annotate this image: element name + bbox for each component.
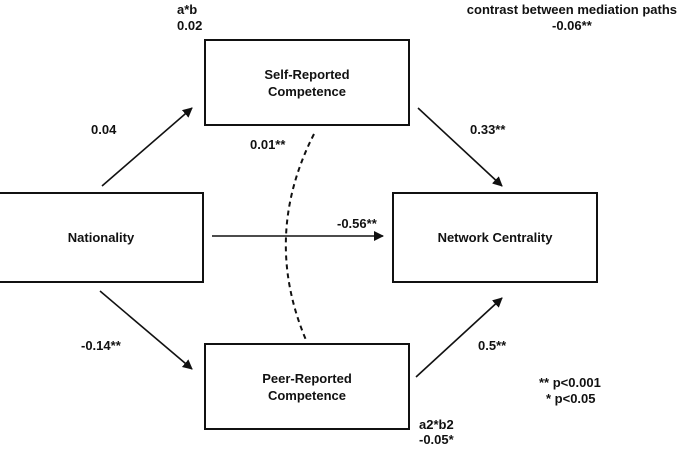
legend-line-2: * p<0.05 xyxy=(546,391,596,406)
path-nationality-self-coef: 0.04 xyxy=(91,122,117,137)
path-peer-network-coef: 0.5** xyxy=(478,338,507,353)
path-self-network-coef: 0.33** xyxy=(470,122,506,137)
covariance-coef: 0.01** xyxy=(250,137,286,152)
arrow-peer-to-network xyxy=(415,297,503,378)
node-peer-reported-competence: Peer-Reported Competence xyxy=(204,343,410,430)
legend-line-1: ** p<0.001 xyxy=(539,375,601,390)
node-self-reported-competence: Self-Reported Competence xyxy=(204,39,410,126)
node-peer-reported-label: Peer-Reported Competence xyxy=(262,370,352,403)
indirect-self-label: a*b xyxy=(177,2,198,17)
contrast-label: contrast between mediation paths xyxy=(466,2,677,17)
arrow-nationality-to-peer xyxy=(99,290,193,370)
path-nationality-peer-coef: -0.14** xyxy=(81,338,121,353)
indirect-peer-label: a2*b2 xyxy=(419,417,454,432)
node-nationality-label: Nationality xyxy=(67,230,135,245)
indirect-peer-value: -0.05* xyxy=(419,432,454,447)
node-network-centrality: Network Centrality xyxy=(392,192,598,283)
path-nationality-network-coef: -0.56** xyxy=(337,216,377,231)
contrast-value: -0.06** xyxy=(552,18,592,33)
indirect-self-value: 0.02 xyxy=(177,18,203,33)
node-nationality: Nationality xyxy=(0,192,204,283)
arrow-nationality-to-self xyxy=(101,107,193,187)
covariance-dashed-curve xyxy=(284,133,315,341)
arrow-self-to-network xyxy=(417,107,503,187)
node-network-centrality-label: Network Centrality xyxy=(437,230,553,245)
node-self-reported-label: Self-Reported Competence xyxy=(264,66,350,99)
